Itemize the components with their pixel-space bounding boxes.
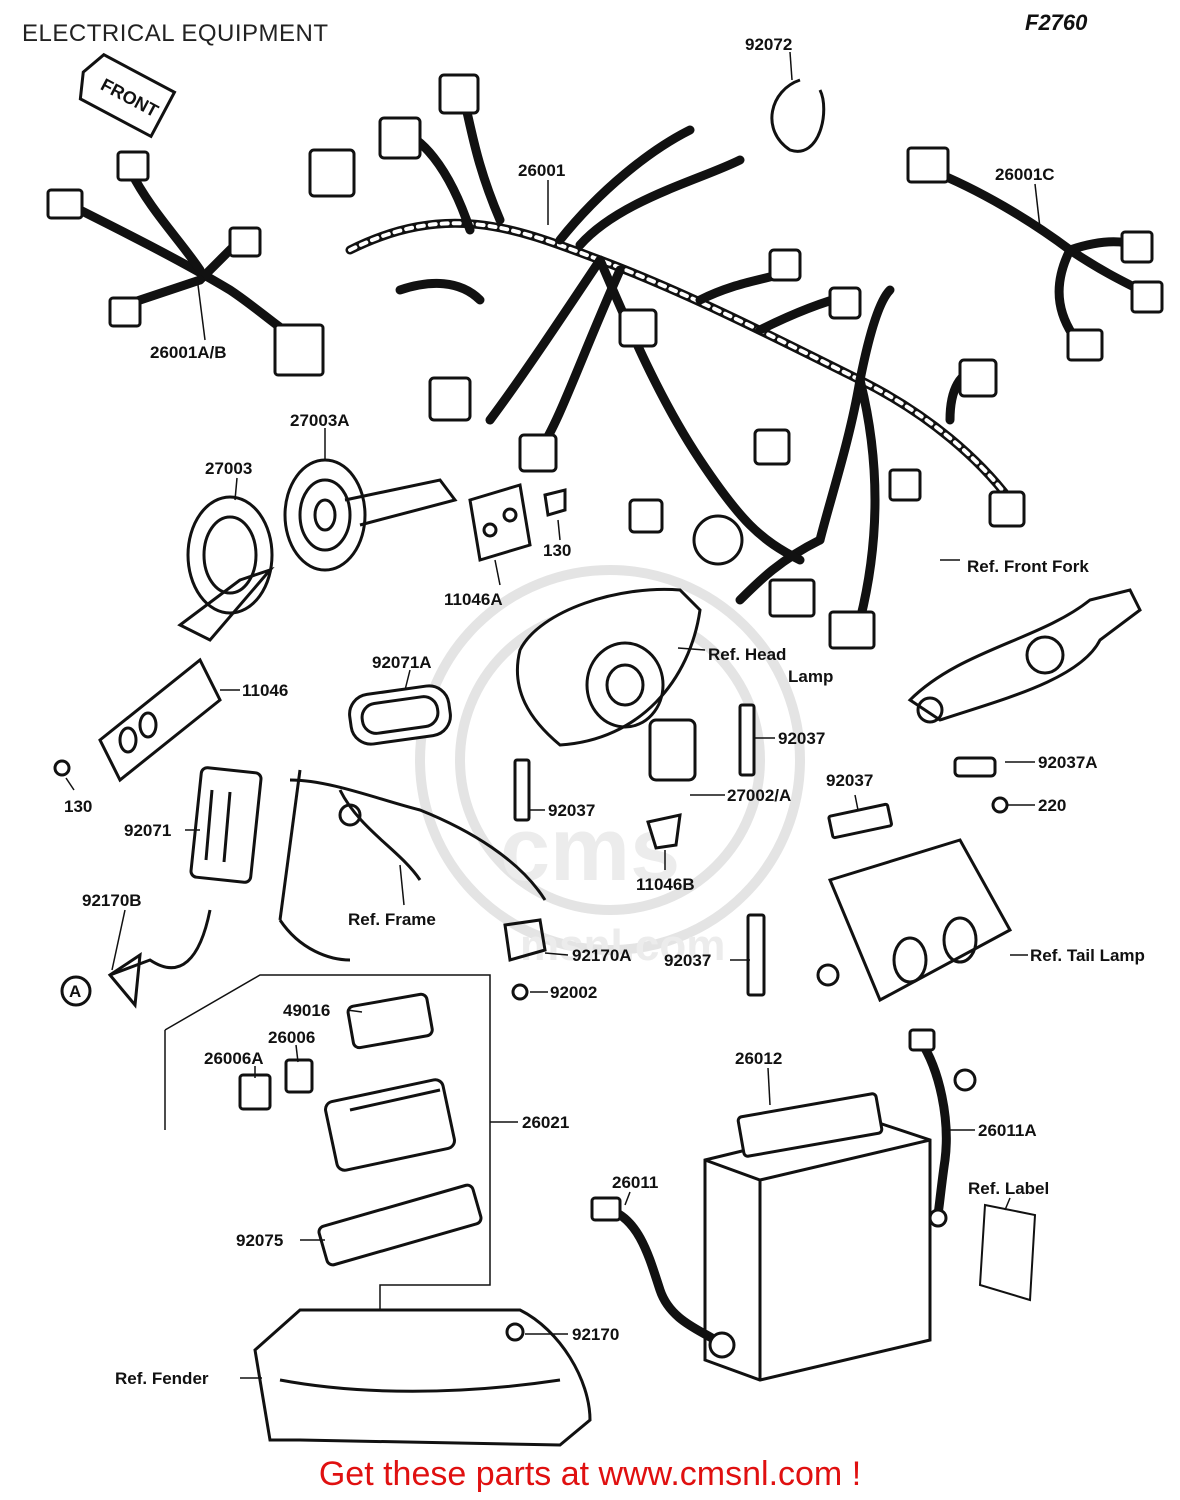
label-92072: 92072 xyxy=(745,35,792,54)
label-26006a: 26006A xyxy=(204,1049,264,1068)
label-92170b: 92170B xyxy=(82,891,142,910)
label-92071a: 92071A xyxy=(372,653,432,672)
fender xyxy=(253,1308,592,1447)
label-11046a: 11046A xyxy=(444,590,503,609)
label-92037a: 92037A xyxy=(1038,753,1098,772)
bracket-11046a xyxy=(468,483,567,562)
battery-cable-26011 xyxy=(590,1196,736,1359)
wire-band-92072 xyxy=(770,78,826,153)
label-92037-frame: 92037 xyxy=(548,801,595,820)
label-26011: 26011 xyxy=(612,1173,658,1192)
label-92037-lower: 92037 xyxy=(664,951,711,970)
tail-lamp xyxy=(746,802,1013,1003)
frame xyxy=(278,769,547,1001)
head-lamp xyxy=(515,587,702,747)
cover-92071 xyxy=(189,766,263,884)
footer-link[interactable]: Get these parts at www.cmsnl.com ! xyxy=(318,1455,862,1493)
label-92170: 92170 xyxy=(572,1325,619,1344)
label-11046b: 11046B xyxy=(636,875,695,894)
sub-harness-26001ab xyxy=(46,150,325,377)
label-26001: 26001 xyxy=(518,161,565,180)
page-title: ELECTRICAL EQUIPMENT xyxy=(22,20,329,47)
frame-marker-a: A xyxy=(69,982,81,1001)
label-130-top: 130 xyxy=(543,541,571,560)
label-26006: 26006 xyxy=(268,1028,315,1047)
label-ref-fender: Ref. Fender xyxy=(115,1369,209,1388)
cover-92071a xyxy=(348,684,452,746)
figure-code: F2760 xyxy=(1025,10,1088,35)
label-27003a: 27003A xyxy=(290,411,350,430)
label-49016: 49016 xyxy=(283,1001,330,1020)
label-92037-tail: 92037 xyxy=(826,771,873,790)
fuse-box-group-26021 xyxy=(164,974,491,1330)
ref-label-sticker xyxy=(978,1203,1037,1302)
horn-27003a xyxy=(283,458,458,572)
sub-harness-26001c xyxy=(906,146,1164,362)
label-ref-frame: Ref. Frame xyxy=(348,910,436,929)
label-130-bottom: 130 xyxy=(64,797,92,816)
parts-diagram: cms msnl.com FRONT xyxy=(46,35,1164,1447)
label-26001c: 26001C xyxy=(995,165,1055,184)
label-ref-tail-lamp: Ref. Tail Lamp xyxy=(1030,946,1145,965)
label-92075: 92075 xyxy=(236,1231,283,1250)
part-labels: 92072 26001 26001C 26001A/B 27003A 27003… xyxy=(64,35,1145,1388)
label-92170a: 92170A xyxy=(572,946,632,965)
footer-banner: Get these parts at www.cmsnl.com ! xyxy=(0,1455,1180,1494)
front-arrow: FRONT xyxy=(78,52,177,139)
label-27002a: 27002/A xyxy=(727,786,791,805)
label-11046: 11046 xyxy=(242,681,288,700)
label-27003: 27003 xyxy=(205,459,252,478)
label-26021: 26021 xyxy=(522,1113,569,1132)
label-ref-label: Ref. Label xyxy=(968,1179,1049,1198)
main-wiring-harness xyxy=(308,73,1026,650)
relay-27002a xyxy=(513,703,756,850)
label-26011a: 26011A xyxy=(978,1121,1037,1140)
label-26001ab: 26001A/B xyxy=(150,343,227,362)
label-92071: 92071 xyxy=(124,821,171,840)
label-26012: 26012 xyxy=(735,1049,782,1068)
label-92002: 92002 xyxy=(550,983,597,1002)
leader-lines xyxy=(65,51,1041,1379)
label-ref-head-lamp-1: Ref. Head xyxy=(708,645,786,664)
battery-cable-26011a xyxy=(908,1028,977,1228)
label-92037-headlamp: 92037 xyxy=(778,729,825,748)
label-ref-front-fork: Ref. Front Fork xyxy=(967,557,1089,576)
front-fork-bracket xyxy=(907,588,1142,814)
label-ref-head-lamp-2: Lamp xyxy=(788,667,833,686)
horn-27003 xyxy=(177,495,275,642)
label-220: 220 xyxy=(1038,796,1066,815)
battery-26012 xyxy=(703,1092,932,1382)
bracket-11046 xyxy=(53,657,222,783)
watermark: cms msnl.com xyxy=(415,565,805,970)
clamp-92170b: A xyxy=(60,909,212,1009)
watermark-url-text: msnl.com xyxy=(520,921,725,970)
